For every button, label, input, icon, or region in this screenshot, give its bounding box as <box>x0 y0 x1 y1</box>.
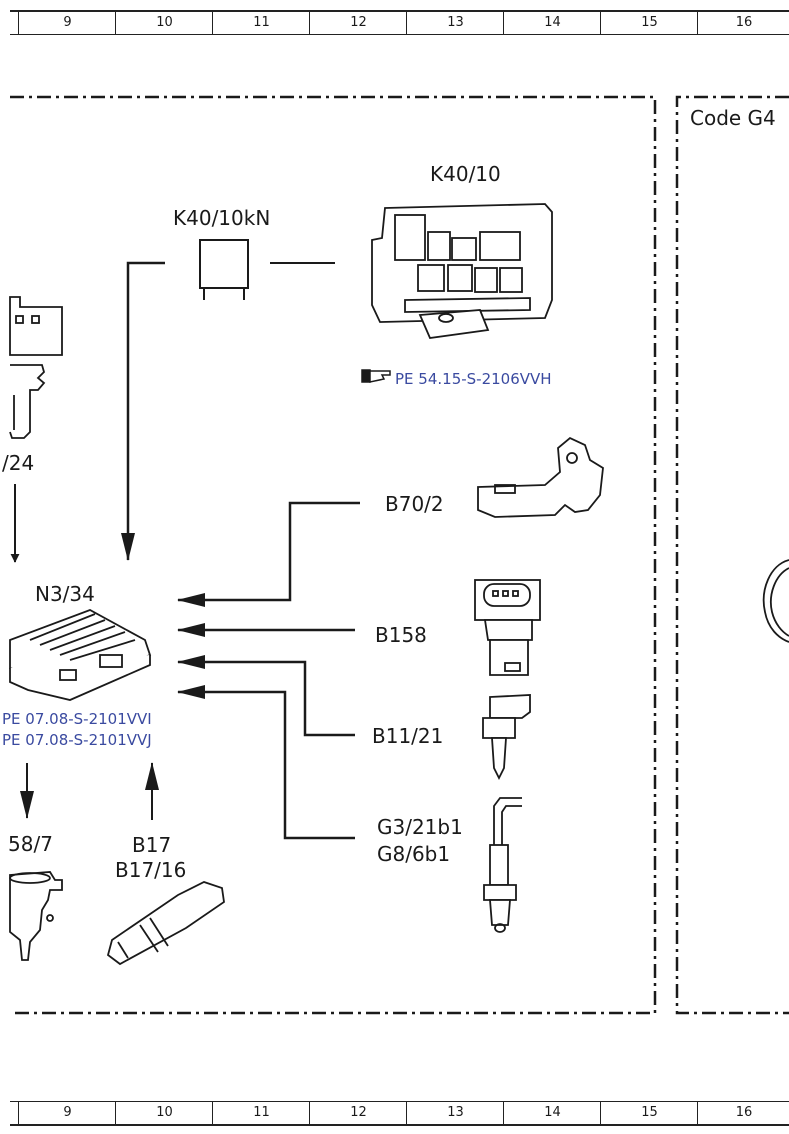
ecu-reference-link-1[interactable]: PE 07.08-S-2101VVI <box>2 710 152 728</box>
fusebox-label: K40/10 <box>430 162 501 186</box>
fuse-relay-box-icon <box>371 203 553 339</box>
ruler-col-15: 15 <box>600 12 698 34</box>
valve-label: 58/7 <box>8 832 53 856</box>
intake-temp-sensor-icon <box>106 881 225 966</box>
pressure-sensor-icon <box>474 579 541 676</box>
valve-actuator-icon <box>9 871 63 961</box>
ruler-col-14: 14 <box>503 1102 601 1124</box>
relay-icon <box>199 239 249 300</box>
coolant-sensor-to-ecu-arrow <box>177 655 355 737</box>
o2-sensor-to-ecu-arrow <box>177 685 355 840</box>
ruler-col-11: 11 <box>212 12 310 34</box>
ruler-col-12: 12 <box>309 1102 407 1124</box>
ruler-col-16: 16 <box>697 12 789 34</box>
camshaft-sensor-icon <box>477 436 604 518</box>
ruler-col-16: 16 <box>697 1102 789 1124</box>
ruler-col-10: 10 <box>115 1102 213 1124</box>
ruler-col-13: 13 <box>406 1102 504 1124</box>
ruler-col-11: 11 <box>212 1102 310 1124</box>
coolant-temp-sensor-icon <box>482 694 531 781</box>
ecu-label: N3/34 <box>35 582 95 606</box>
cam-sensor-to-ecu-arrow <box>177 501 360 607</box>
ecu-reference-link-2[interactable]: PE 07.08-S-2101VVJ <box>2 731 152 749</box>
ruler-col-9: 9 <box>18 12 116 34</box>
ruler-col-10: 10 <box>115 12 213 34</box>
ruler-col-12: 12 <box>309 12 407 34</box>
main-boundary-box <box>10 95 657 1015</box>
oxygen-sensor-icon <box>483 797 522 933</box>
left-sensor-icon <box>9 296 63 439</box>
code-g4-boundary-box <box>675 95 789 1015</box>
fusebox-reference-link[interactable]: PE 54.15-S-2106VVH <box>395 370 552 388</box>
o2-sensor-label-2: G8/6b1 <box>377 842 451 866</box>
temp-sensor-label-1: B17 <box>132 833 172 857</box>
o2-sensor-label-1: G3/21b1 <box>377 815 463 839</box>
ruler-col-15: 15 <box>600 1102 698 1124</box>
ruler-col-14: 14 <box>503 12 601 34</box>
cam-sensor-label: B70/2 <box>385 492 444 516</box>
left-sensor-label: /24 <box>2 451 35 475</box>
partial-component-icon <box>762 559 789 643</box>
relay-label: K40/10kN <box>173 206 271 230</box>
coolant-sensor-label: B11/21 <box>372 724 444 748</box>
relay-to-ecu-arrow <box>121 261 165 561</box>
hand-pointer-icon <box>361 369 391 383</box>
top-grid-ruler: 9 10 11 12 13 14 15 16 <box>10 10 789 35</box>
temp-sensor-label-2: B17/16 <box>115 858 187 882</box>
ruler-col-9: 9 <box>18 1102 116 1124</box>
pressure-sensor-label: B158 <box>375 623 427 647</box>
code-g4-label: Code G4 <box>690 106 776 130</box>
ecu-module-icon <box>9 609 152 701</box>
ruler-col-13: 13 <box>406 12 504 34</box>
bottom-grid-ruler: 9 10 11 12 13 14 15 16 <box>10 1101 789 1126</box>
